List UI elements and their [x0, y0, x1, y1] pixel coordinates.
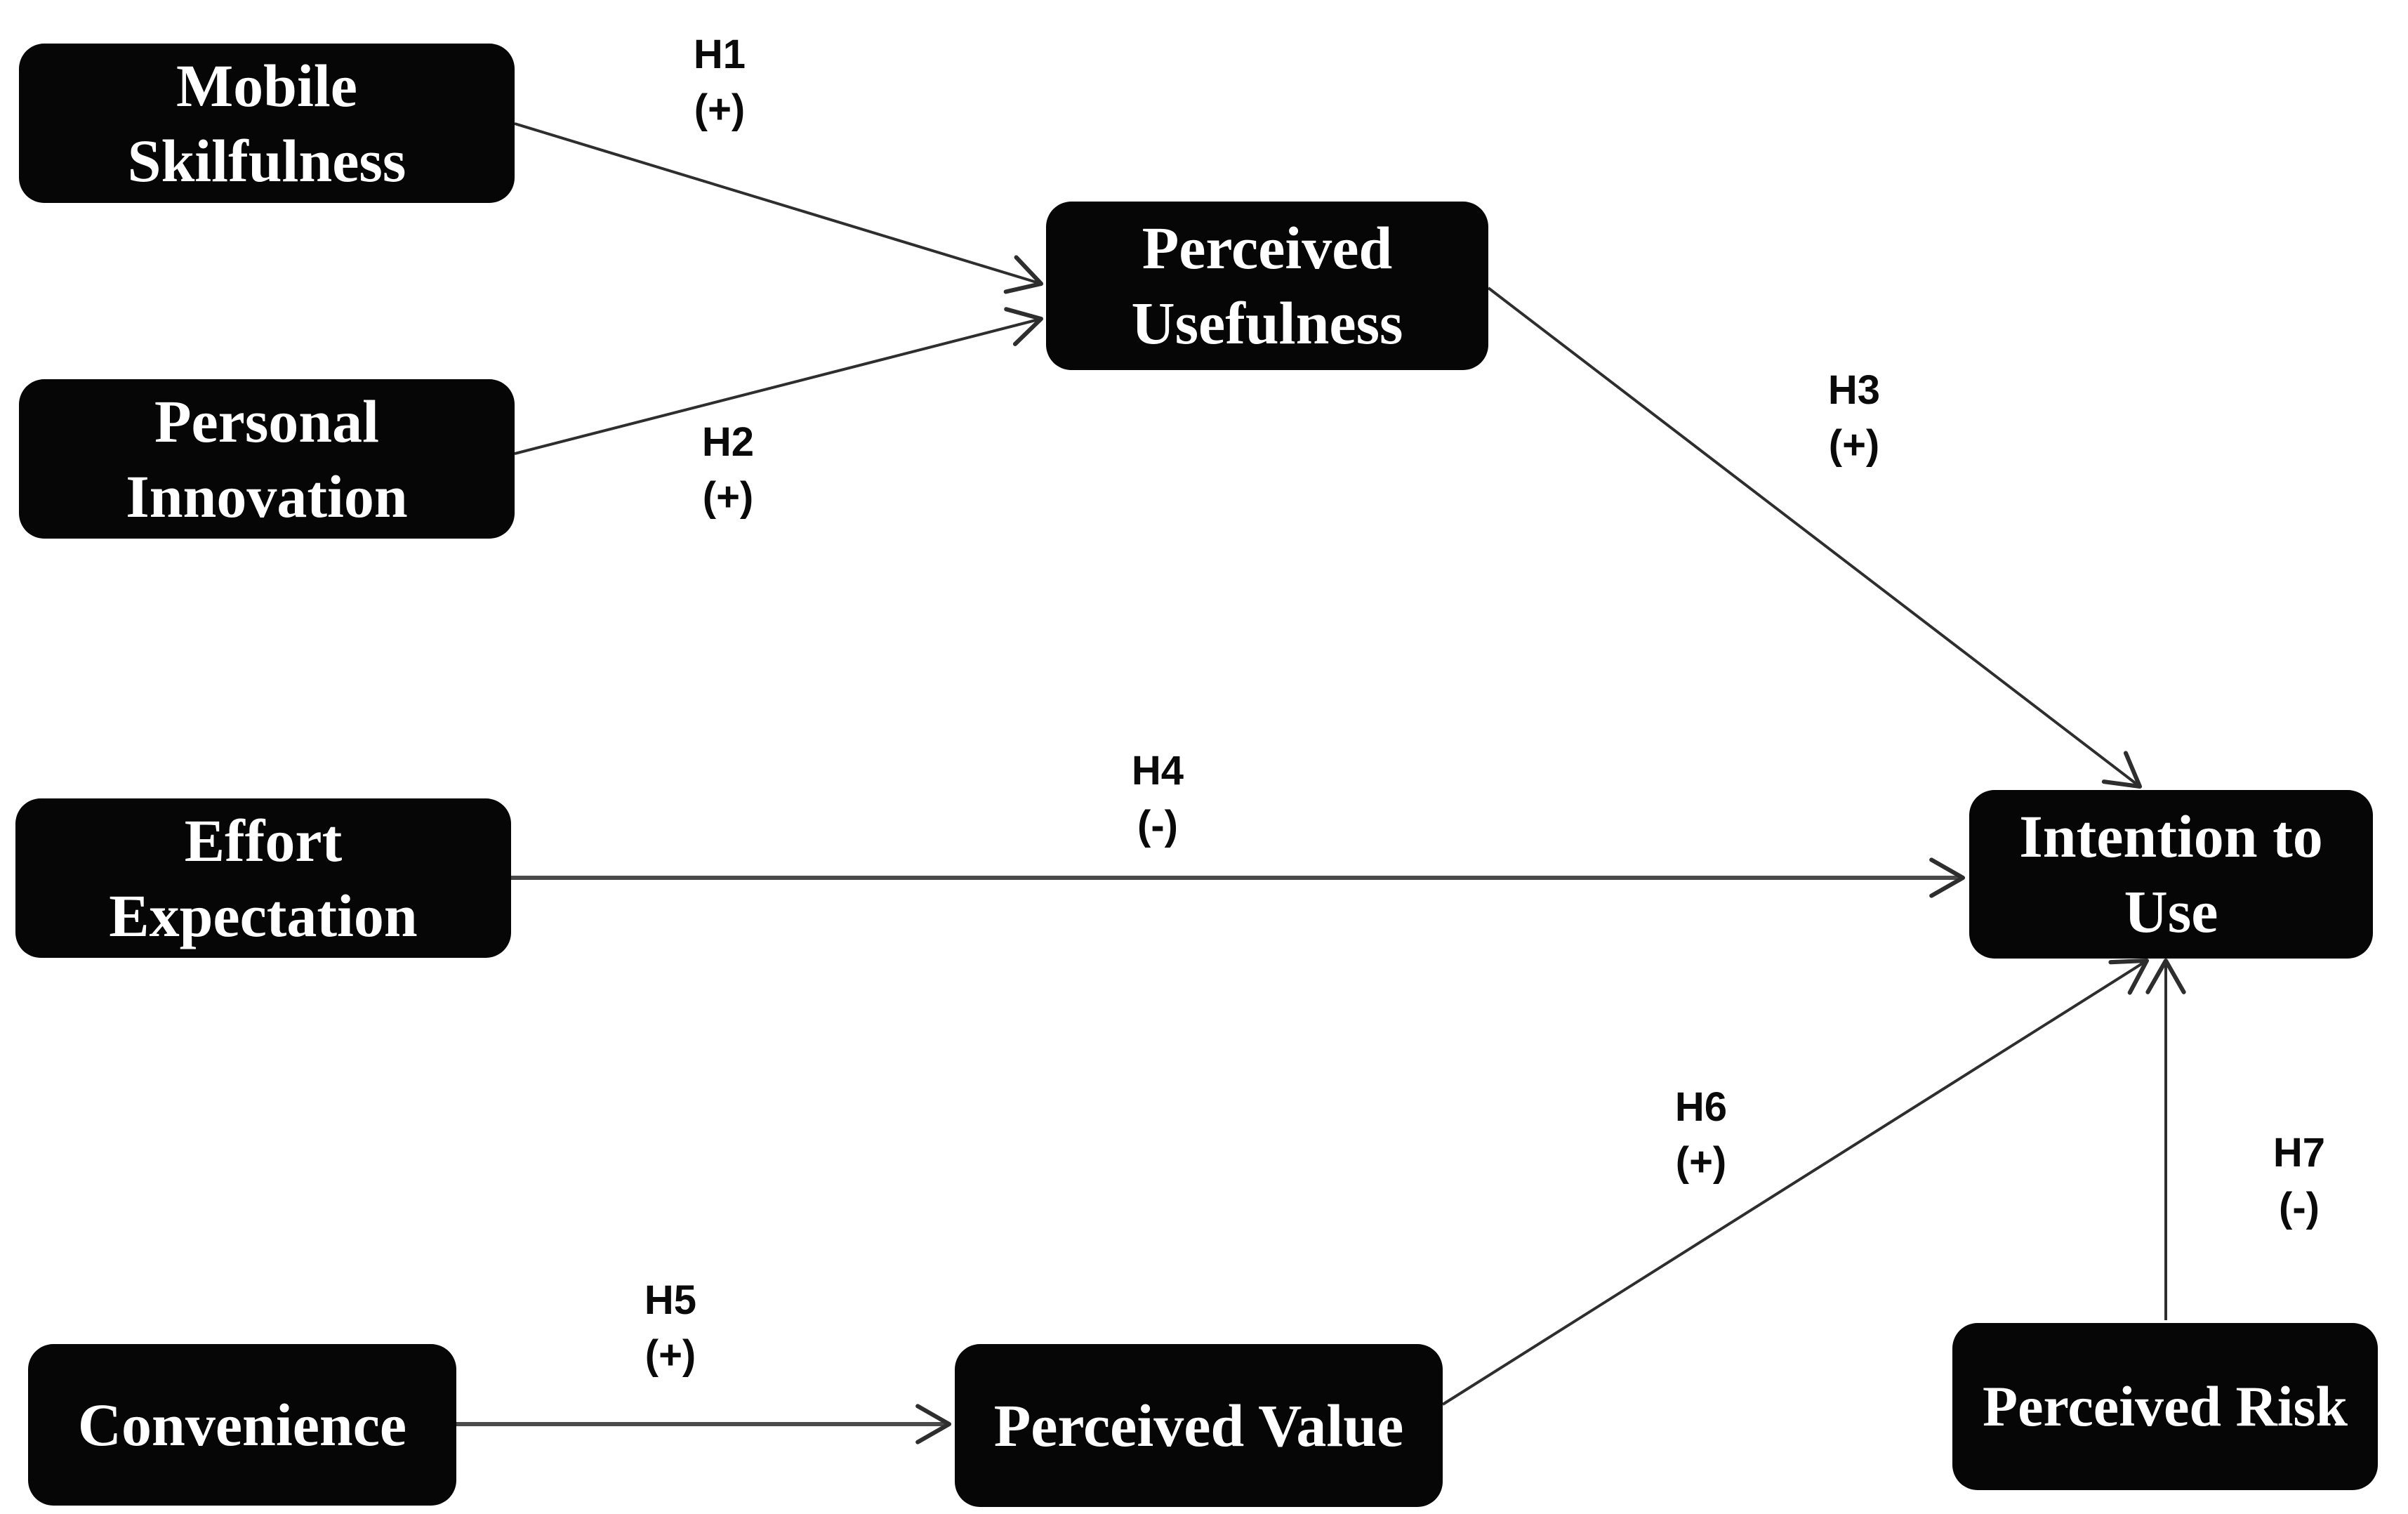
edge-h3-name: H3 — [1827, 367, 1881, 413]
edge-h2-name: H2 — [701, 419, 755, 465]
node-personal-innovation: Personal Innovation — [19, 379, 515, 539]
edge-h1-arrow — [514, 122, 1044, 294]
edge-h2-sign: (+) — [702, 473, 754, 520]
edge-h2-arrow — [514, 307, 1044, 455]
edge-h6-name: H6 — [1674, 1084, 1728, 1130]
node-convenience: Convenience — [28, 1344, 456, 1506]
node-perceived-risk: Perceived Risk — [1952, 1323, 2378, 1490]
edge-h1-name: H1 — [693, 32, 746, 77]
node-mobile-skilfulness: Mobile Skilfulness — [19, 44, 515, 203]
edge-h7-name: H7 — [2273, 1130, 2326, 1176]
edge-label-h7: H7 (-) — [2240, 1131, 2359, 1230]
edge-h1-sign: (+) — [694, 86, 746, 132]
edge-label-h3: H3 (+) — [1794, 368, 1914, 468]
edge-h4-name: H4 — [1131, 748, 1184, 794]
edge-h6-arrow — [1441, 958, 2150, 1406]
node-perceived-usefulness: Perceived Usefulness — [1046, 202, 1488, 370]
edge-h4-sign: (-) — [1137, 802, 1178, 848]
edge-label-h6: H6 (+) — [1641, 1085, 1761, 1185]
node-intention-to-use: Intention to Use — [1969, 790, 2373, 959]
edge-h5-name: H5 — [644, 1277, 697, 1323]
edge-label-h1: H1 (+) — [660, 32, 779, 132]
edge-h3-arrow — [1487, 287, 2143, 789]
edge-label-h2: H2 (+) — [668, 420, 788, 520]
edge-label-h5: H5 (+) — [611, 1278, 730, 1378]
edge-h3-sign: (+) — [1828, 421, 1880, 468]
edge-label-h4: H4 (-) — [1098, 749, 1217, 848]
node-effort-expectation: Effort Expectation — [15, 798, 511, 958]
edge-h7-sign: (-) — [2279, 1184, 2320, 1230]
node-perceived-value: Perceived Value — [955, 1344, 1443, 1507]
edge-h6-sign: (+) — [1675, 1138, 1727, 1185]
edge-h5-sign: (+) — [644, 1331, 696, 1378]
